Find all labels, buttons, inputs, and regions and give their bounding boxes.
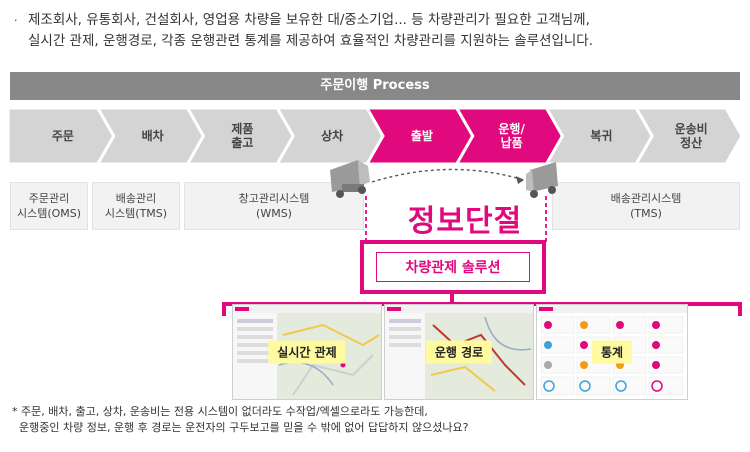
truck-icon-left [330, 160, 370, 198]
footnote: * 주문, 배차, 출고, 상차, 운송비는 전용 시스템이 없더라도 수작업/… [12, 404, 742, 436]
system-tms1-line1: 배송관리 [115, 192, 157, 205]
process-step-label: 출발 [411, 128, 433, 143]
intro-line-1: 제조회사, 유통회사, 건설회사, 영업용 차량을 보유한 대/중소기업... … [28, 12, 590, 28]
system-wms-line2: (WMS) [256, 207, 292, 220]
screenshot-stats: 통계 [536, 304, 688, 400]
process-step-arrow [365, 108, 475, 164]
process-header: 주문이행 Process [10, 72, 740, 100]
footnote-line-1: * 주문, 배차, 출고, 상차, 운송비는 전용 시스템이 없더라도 수작업/… [12, 405, 428, 418]
realtime-label: 실시간 관제 [268, 340, 346, 364]
intro-line-2: 실시간 관제, 운행경로, 각종 운행관련 통계를 제공하여 효율적인 차량관리… [28, 33, 594, 49]
solution-box: 차량관제 솔루션 [360, 240, 546, 294]
footnote-line-2: 운행중인 차량 정보, 운행 후 경로는 운전자의 구두보고를 믿을 수 밖에 … [12, 421, 469, 434]
process-step-arrow [275, 108, 385, 164]
transit-path [371, 168, 525, 183]
info-gap-label: 정보단절 [407, 204, 523, 239]
system-tms1-line2: 시스템(TMS) [104, 207, 168, 220]
arrow-head-icon [516, 176, 524, 184]
process-step-label: 상차 [321, 128, 343, 143]
process-step-arrow [96, 108, 206, 164]
system-tms2-line1: 배송관리시스템 [610, 192, 682, 205]
process-step-label: 복귀 [590, 128, 612, 143]
solution-label: 차량관제 솔루션 [376, 252, 530, 282]
process-step-label: 배차 [142, 128, 164, 143]
process-step-arrow [185, 108, 295, 164]
truck-transit-graphic [330, 160, 558, 242]
screenshot-route: 운행 경로 [384, 304, 534, 400]
stats-label: 통계 [591, 340, 633, 364]
process-step-label: 운행/납품 [498, 121, 525, 150]
truck-icon-right [526, 162, 558, 198]
system-box-oms: 주문관리 시스템(OMS) [10, 182, 88, 230]
intro-text: · 제조회사, 유통회사, 건설회사, 영업용 차량을 보유한 대/중소기업..… [14, 10, 734, 52]
system-box-tms-1: 배송관리 시스템(TMS) [92, 182, 180, 230]
system-tms2-line2: (TMS) [630, 207, 662, 220]
process-step-arrow [8, 108, 116, 164]
system-oms-line2: 시스템(OMS) [16, 207, 82, 220]
process-step-arrow [455, 108, 565, 164]
system-box-tms-2: 배송관리시스템 (TMS) [552, 182, 740, 230]
process-step-arrow [544, 108, 654, 164]
route-label: 운행 경로 [425, 340, 493, 364]
system-oms-line1: 주문관리 [28, 192, 70, 205]
system-wms-line1: 창고관리시스템 [238, 192, 310, 205]
process-step-arrow [634, 108, 742, 164]
process-step-label: 주문 [52, 129, 74, 143]
intro-bullet: · [14, 14, 18, 27]
screenshot-realtime: 실시간 관제 [232, 304, 382, 400]
